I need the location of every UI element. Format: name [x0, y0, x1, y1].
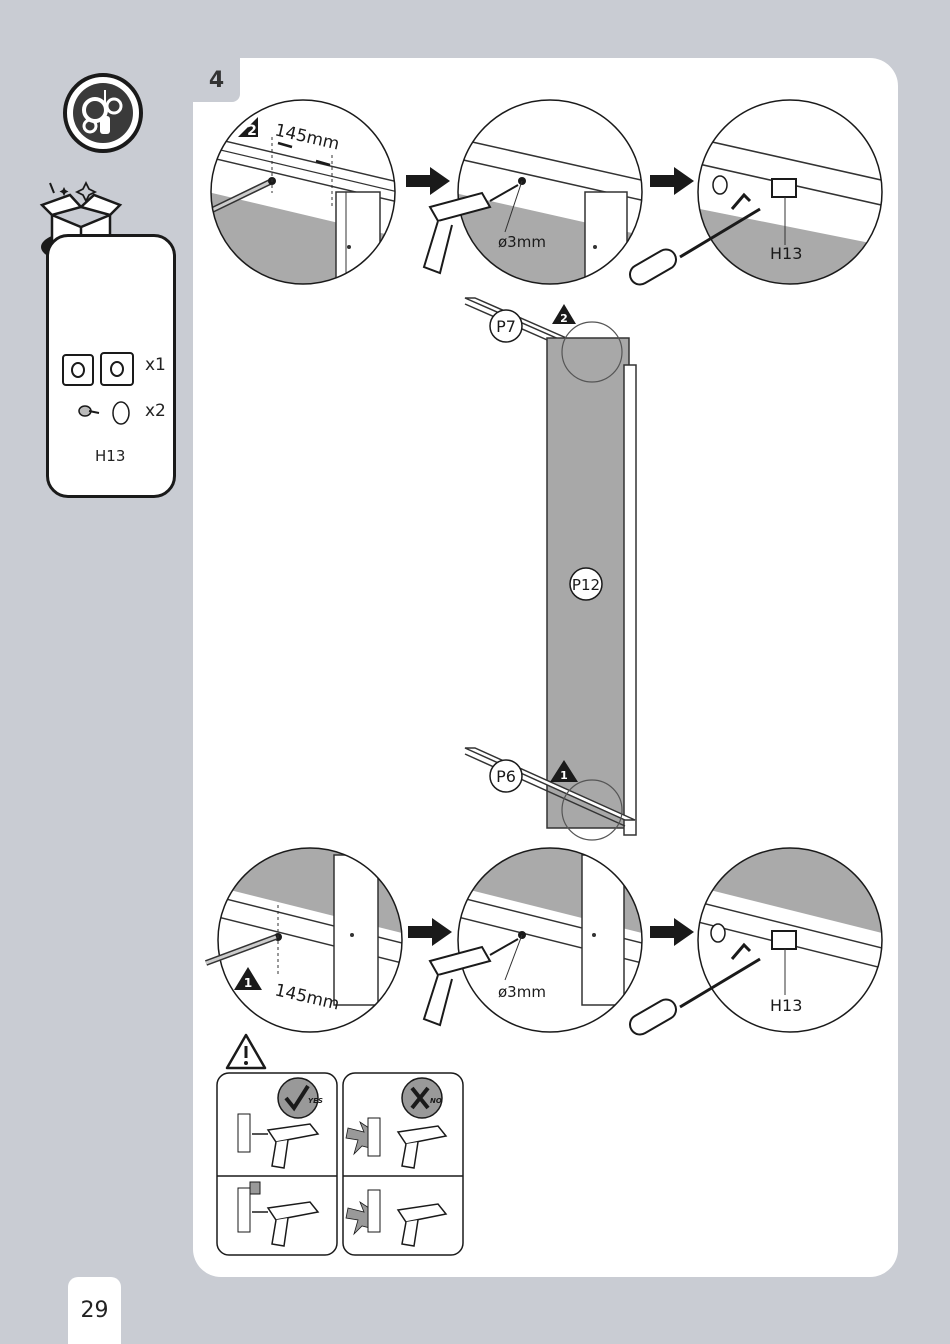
bottom-part-code: H13	[770, 996, 802, 1015]
bracket-icon	[772, 931, 796, 949]
top-warning-marker: 2	[247, 123, 257, 139]
wrong-method-box: NO	[342, 1072, 464, 1257]
bottom-rail-label: P6	[496, 767, 516, 786]
door-label: P12	[572, 576, 600, 594]
top-drill-detail: ø3mm	[410, 97, 645, 287]
screwdriver-icon	[100, 116, 110, 134]
bottom-marker: 1	[560, 769, 568, 782]
correct-method-box: YES	[216, 1072, 338, 1257]
top-marker: 2	[560, 312, 568, 325]
page-number: 29	[68, 1277, 121, 1344]
tools-badge	[62, 72, 144, 154]
bottom-fix-detail: H13	[620, 845, 885, 1045]
screw-and-cap-icon	[77, 397, 137, 429]
top-drill-size: ø3mm	[498, 233, 546, 251]
yes-label: YES	[308, 1097, 323, 1105]
top-measure-detail: 2 145mm	[208, 97, 398, 287]
bottom-measure-detail: 1 145mm	[200, 845, 410, 1045]
bottom-warning-marker: 1	[244, 976, 252, 990]
door-assembly: P7 2 P12 P6 1	[460, 290, 660, 850]
top-fix-detail: H13	[620, 97, 885, 297]
top-rail-label: P7	[496, 317, 516, 336]
screw-qty: x2	[145, 401, 166, 421]
bracket-icon	[772, 179, 796, 197]
bottom-drill-detail: ø3mm	[410, 845, 645, 1035]
bracket-icon	[59, 347, 139, 391]
hardware-list: x1 x2 H13	[46, 234, 176, 498]
hardware-code: H13	[95, 447, 125, 465]
no-label: NO	[430, 1097, 442, 1105]
bracket-qty: x1	[145, 355, 166, 375]
bottom-drill-size: ø3mm	[498, 983, 546, 1001]
warning-icon	[224, 1032, 268, 1072]
top-part-code: H13	[770, 244, 802, 263]
step-number: 4	[193, 58, 240, 102]
